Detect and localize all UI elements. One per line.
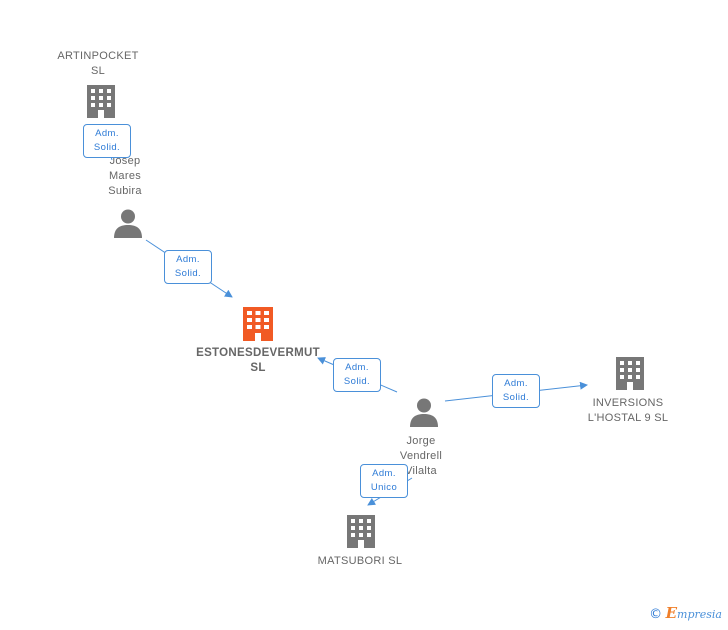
node-label-josep[interactable]: Josep Mares Subira <box>108 155 142 197</box>
node-label-inversions[interactable]: INVERSIONS L'HOSTAL 9 SL <box>587 397 669 424</box>
building-icon[interactable] <box>616 357 644 390</box>
edge-badge-jorge-matsubori: Adm. Unico <box>360 464 408 498</box>
edge-badge-josep-artinpocket: Adm. Solid. <box>83 124 131 158</box>
person-icon[interactable] <box>114 209 142 239</box>
node-label-jorge[interactable]: Jorge Vendrell Vilalta <box>399 435 443 477</box>
brand-name: mpresia <box>677 608 722 621</box>
building-icon[interactable] <box>347 515 375 548</box>
building-icon[interactable] <box>87 85 115 118</box>
node-label-matsubori[interactable]: MATSUBORI SL <box>317 555 403 567</box>
node-label-estonesdevermut[interactable]: ESTONESDEVERMUT SL <box>196 347 320 374</box>
edge-badge-jorge-estonesdevermut: Adm. Solid. <box>333 358 381 392</box>
brand-initial: E <box>665 604 678 622</box>
copyright-symbol: © <box>649 607 663 622</box>
empresia-logo: © Empresia <box>649 604 722 622</box>
building-icon-main[interactable] <box>243 307 273 341</box>
edge-badge-jorge-inversions: Adm. Solid. <box>492 374 540 408</box>
person-icon[interactable] <box>410 398 438 428</box>
node-label-artinpocket[interactable]: ARTINPOCKET SL <box>57 50 139 77</box>
edge-badge-josep-estonesdevermut: Adm. Solid. <box>164 250 212 284</box>
